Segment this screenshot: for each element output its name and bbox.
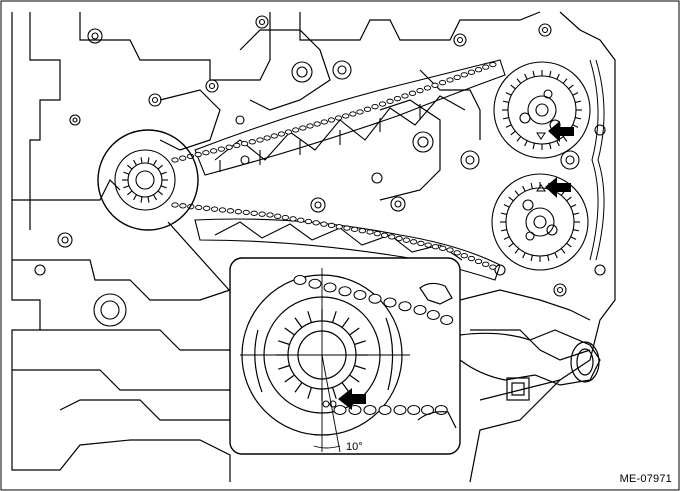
cam-sprocket-intake	[493, 61, 591, 159]
detail-crosshair	[240, 268, 410, 453]
cam-chain-right	[589, 59, 605, 261]
detail-timing-mark-icon	[322, 400, 337, 408]
crank-sprocket-detail-ring	[97, 129, 199, 231]
idler-sprocket	[560, 150, 580, 170]
alignment-arrow-icon	[545, 121, 574, 198]
angle-label: 10°	[346, 441, 363, 453]
cam-sprocket-exhaust	[491, 173, 589, 271]
timing-mark-icon	[536, 132, 546, 192]
crank-sprocket	[114, 149, 176, 211]
detail-guide-arm	[417, 282, 457, 429]
detail-chain	[293, 275, 454, 415]
angle-arc	[313, 445, 341, 449]
engine-block	[11, 11, 616, 483]
detail-alignment-arrow-icon	[338, 388, 366, 410]
detail-leader-line	[167, 221, 239, 301]
timing-chain	[171, 61, 497, 270]
coolant-pipe	[459, 329, 601, 401]
figure-id: ME-07971	[619, 473, 672, 485]
